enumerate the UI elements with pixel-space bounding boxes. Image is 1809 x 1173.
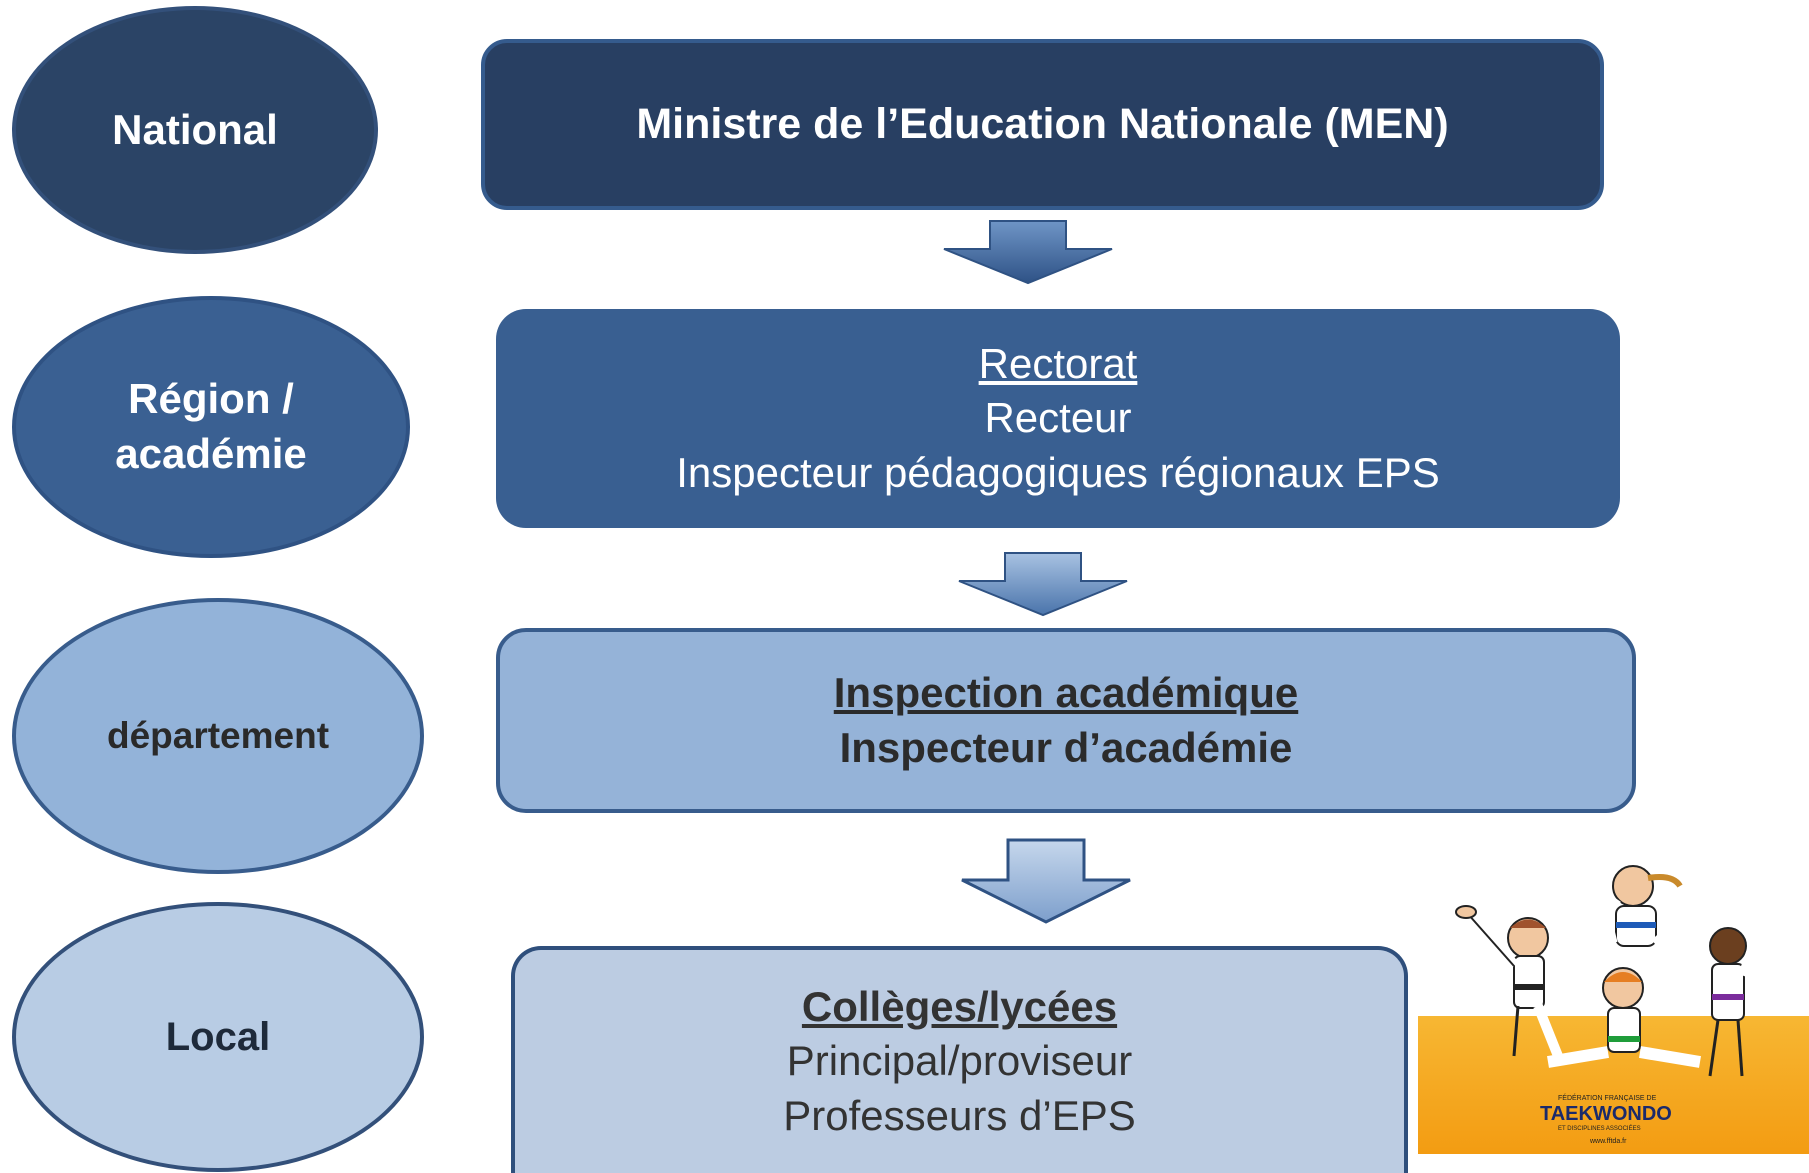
taekwondo-logo: FÉDÉRATION FRANÇAISE DE TAEKWONDO ET DIS…: [1418, 865, 1809, 1154]
logo-brand: TAEKWONDO: [1540, 1103, 1672, 1125]
level-departement-label: département: [106, 715, 330, 756]
level-region-label-2: académie: [115, 430, 307, 477]
box-colleges: Collèges/lycées Principal/proviseur Prof…: [511, 946, 1408, 1173]
box-colleges-line-2: Professeurs d’EPS: [783, 1091, 1136, 1139]
level-region-label-1: Région /: [128, 375, 294, 423]
box-rectorat-line-2: Inspecteur pédagogiques régionaux EPS: [676, 448, 1440, 496]
kid-figure-icon: [1547, 967, 1701, 1068]
box-ministre-text: Ministre de l’Education Nationale (MEN): [636, 100, 1449, 148]
box-rectorat: Rectorat Recteur Inspecteur pédagogiques…: [496, 309, 1620, 528]
level-region: Région / académie: [12, 296, 410, 558]
down-arrow-icon: [943, 220, 1113, 285]
box-rectorat-title: Rectorat: [978, 339, 1138, 387]
box-inspection-title: Inspection académique: [833, 668, 1299, 716]
box-rectorat-line-1: Recteur: [984, 394, 1132, 442]
level-local: Local: [12, 902, 424, 1172]
level-national-label: National: [112, 106, 278, 153]
logo-url: www.fftda.fr: [1589, 1138, 1627, 1145]
down-arrow-icon: [961, 838, 1131, 924]
kid-figure-icon: [1455, 905, 1563, 1058]
level-national: National: [12, 6, 378, 254]
level-departement: département: [12, 598, 424, 874]
box-inspection: Inspection académique Inspecteur d’acadé…: [496, 628, 1636, 813]
level-local-label: Local: [165, 1014, 271, 1059]
box-colleges-line-1: Principal/proviseur: [786, 1037, 1133, 1085]
box-ministre: Ministre de l’Education Nationale (MEN): [481, 39, 1604, 210]
box-inspection-line-1: Inspecteur d’académie: [839, 723, 1293, 771]
kid-figure-icon: [1708, 904, 1774, 1077]
box-colleges-title: Collèges/lycées: [801, 982, 1118, 1030]
logo-line-1: FÉDÉRATION FRANÇAISE DE: [1558, 1093, 1657, 1102]
kid-figure-icon: [1566, 865, 1683, 961]
down-arrow-icon: [958, 552, 1128, 617]
logo-line-2: ET DISCIPLINES ASSOCIÉES: [1558, 1125, 1641, 1132]
